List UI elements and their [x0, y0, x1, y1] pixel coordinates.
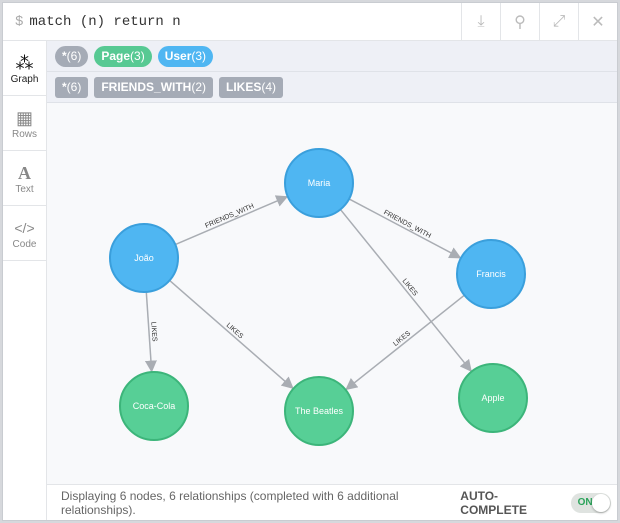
- toggle-knob: [592, 493, 610, 512]
- code-icon: </>: [14, 219, 35, 236]
- view-tab-label: Graph: [10, 73, 39, 85]
- node-label-row: *(6) Page(3) User(3): [47, 41, 617, 72]
- download-button[interactable]: ⤓: [461, 2, 500, 41]
- pin-button[interactable]: ⚲: [500, 2, 539, 41]
- view-tab-label: Rows: [11, 128, 37, 140]
- relationship-friends_with[interactable]: FRIENDS_WITH: [348, 198, 462, 259]
- status-bar: Displaying 6 nodes, 6 relationships (com…: [47, 484, 617, 520]
- relationship-likes[interactable]: LIKES: [339, 208, 472, 372]
- tag-name: Page: [101, 48, 131, 63]
- view-tab-rows[interactable]: ▦Rows: [3, 96, 46, 151]
- tag-name: LIKES: [226, 79, 262, 94]
- node-francis[interactable]: Francis: [456, 239, 526, 309]
- graph-icon: ⁂: [15, 52, 34, 73]
- status-text: Displaying 6 nodes, 6 relationships (com…: [61, 488, 399, 517]
- node-coca[interactable]: Coca-Cola: [119, 371, 189, 441]
- close-icon: ✕: [591, 13, 605, 31]
- tag-name: *: [62, 48, 67, 63]
- legend: *(6) Page(3) User(3) *(6) FRIENDS_WITH(2…: [47, 41, 617, 103]
- text-icon: A: [18, 162, 31, 183]
- node-apple[interactable]: Apple: [458, 363, 528, 433]
- prompt-symbol: $: [15, 13, 24, 30]
- view-tab-label: Text: [15, 183, 34, 195]
- toggle-state: ON: [577, 496, 593, 508]
- relationship-friends_with[interactable]: FRIENDS_WITH: [174, 195, 289, 246]
- view-tab-code[interactable]: </> Code: [3, 206, 46, 261]
- node-maria[interactable]: Maria: [284, 148, 354, 218]
- rel-tag-all[interactable]: *(6): [55, 76, 89, 98]
- label-tag-user[interactable]: User(3): [157, 45, 214, 67]
- view-tab-graph[interactable]: ⁂Graph: [3, 41, 46, 96]
- relationship-label: FRIENDS_WITH: [204, 203, 255, 230]
- tag-count: (4): [261, 79, 277, 94]
- table-icon: ▦: [15, 107, 33, 128]
- tag-count: (6): [66, 79, 82, 94]
- node-caption: João: [134, 253, 154, 263]
- node-caption: Coca-Cola: [133, 401, 176, 411]
- query-header: $ match (n) return n ⤓ ⚲ ⤢ ✕: [3, 2, 617, 41]
- autocomplete-label: AUTO-COMPLETE: [460, 488, 527, 517]
- rel-tag-likes[interactable]: LIKES(4): [219, 76, 284, 98]
- label-tag-all[interactable]: *(6): [55, 45, 89, 67]
- tag-count: (2): [191, 79, 207, 94]
- rel-type-row: *(6) FRIENDS_WITH(2) LIKES(4): [47, 72, 617, 103]
- query-text[interactable]: $ match (n) return n: [3, 14, 461, 30]
- tag-name: User: [164, 48, 192, 63]
- relationship-likes[interactable]: LIKES: [144, 291, 158, 373]
- relationship-likes[interactable]: LIKES: [169, 279, 294, 389]
- view-tab-label: Code: [12, 238, 37, 250]
- node-caption: Maria: [308, 178, 331, 188]
- node-caption: Apple: [481, 393, 504, 403]
- expand-button[interactable]: ⤢: [539, 2, 578, 41]
- relationship-label: FRIENDS_WITH: [382, 209, 432, 240]
- close-button[interactable]: ✕: [578, 2, 617, 41]
- download-icon: ⤓: [477, 12, 485, 30]
- label-tag-page[interactable]: Page(3): [94, 45, 152, 67]
- tag-count: (3): [130, 48, 145, 63]
- tag-count: (3): [191, 48, 207, 63]
- pin-icon: ⚲: [514, 13, 526, 31]
- node-caption: Francis: [476, 269, 506, 279]
- query-input[interactable]: match (n) return n: [29, 13, 181, 30]
- tag-name: *: [62, 79, 67, 94]
- node-joao[interactable]: João: [109, 223, 179, 293]
- autocomplete-toggle[interactable]: ON: [570, 492, 611, 513]
- node-beatles[interactable]: The Beatles: [284, 376, 354, 446]
- tag-count: (6): [66, 48, 82, 63]
- tag-name: FRIENDS_WITH: [101, 79, 192, 94]
- rel-tag-friends-with[interactable]: FRIENDS_WITH(2): [94, 76, 214, 98]
- node-caption: The Beatles: [295, 406, 344, 416]
- relationship-likes[interactable]: LIKES: [345, 294, 465, 391]
- relationship-label: LIKES: [149, 322, 157, 343]
- expand-icon: ⤢: [552, 12, 566, 30]
